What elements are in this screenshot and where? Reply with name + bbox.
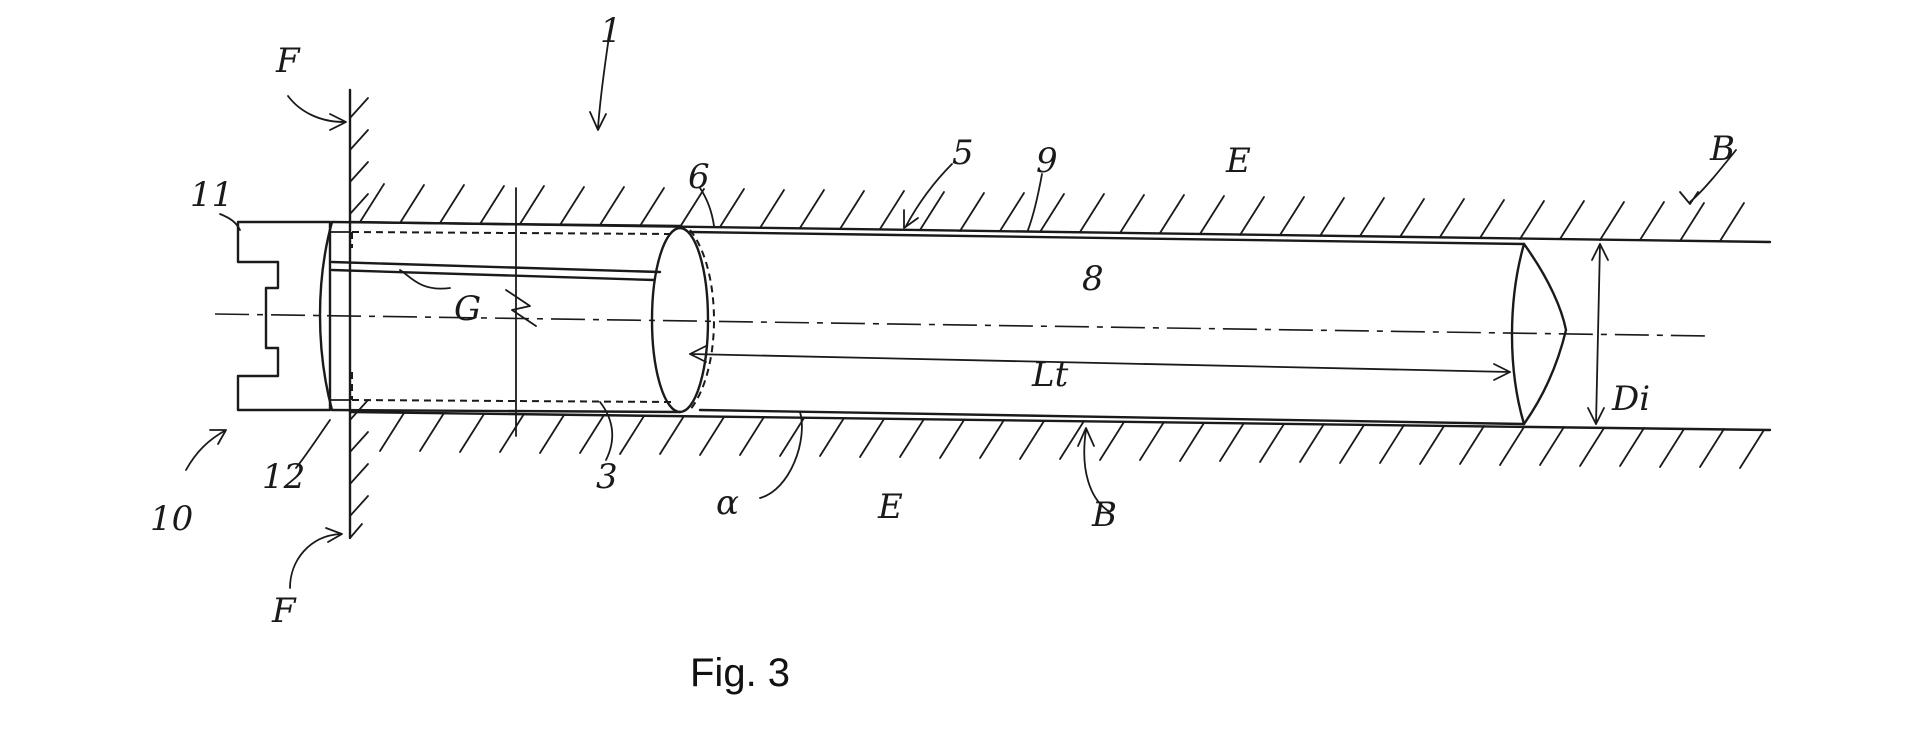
leader-10 [186,430,226,470]
label-e-bottom: E [877,487,903,527]
label-1: 1 [600,11,622,51]
label-3: 3 [596,457,618,497]
sleeve-end-ellipse [652,228,708,412]
leader-9 [1028,174,1042,230]
dimension-di-line [1596,244,1600,424]
label-g: G [454,289,481,329]
label-b-top: B [1709,129,1735,169]
label-6: 6 [688,157,710,197]
dimension-lt-line [690,354,1510,372]
label-alpha: α [716,483,739,523]
figure-caption: Fig. 3 [690,651,790,695]
sleeve-inner-dashed-top [352,232,672,234]
label-f-top: F [275,41,301,81]
label-12: 12 [262,457,305,497]
sleeve-top-edge [332,222,680,226]
label-e-top: E [1225,141,1251,181]
center-axis [215,314,1710,336]
leader-f-top [288,96,346,130]
label-8: 8 [1082,259,1104,299]
label-lt: Lt [1031,355,1069,395]
label-10: 10 [150,499,193,539]
label-9: 9 [1036,141,1058,181]
label-5: 5 [952,133,974,173]
label-di: Di [1611,379,1650,419]
wall-face-hatching [350,98,368,538]
leader-f-bottom [290,528,342,588]
sleeve-inner-dashed-bottom [352,400,672,402]
label-f-bottom: F [271,591,297,631]
borehole-wall-bottom [350,412,1770,430]
sleeve-end-hidden [690,230,714,410]
label-b-bottom: B [1091,495,1117,535]
label-11: 11 [190,175,233,215]
break-mark [506,290,536,326]
